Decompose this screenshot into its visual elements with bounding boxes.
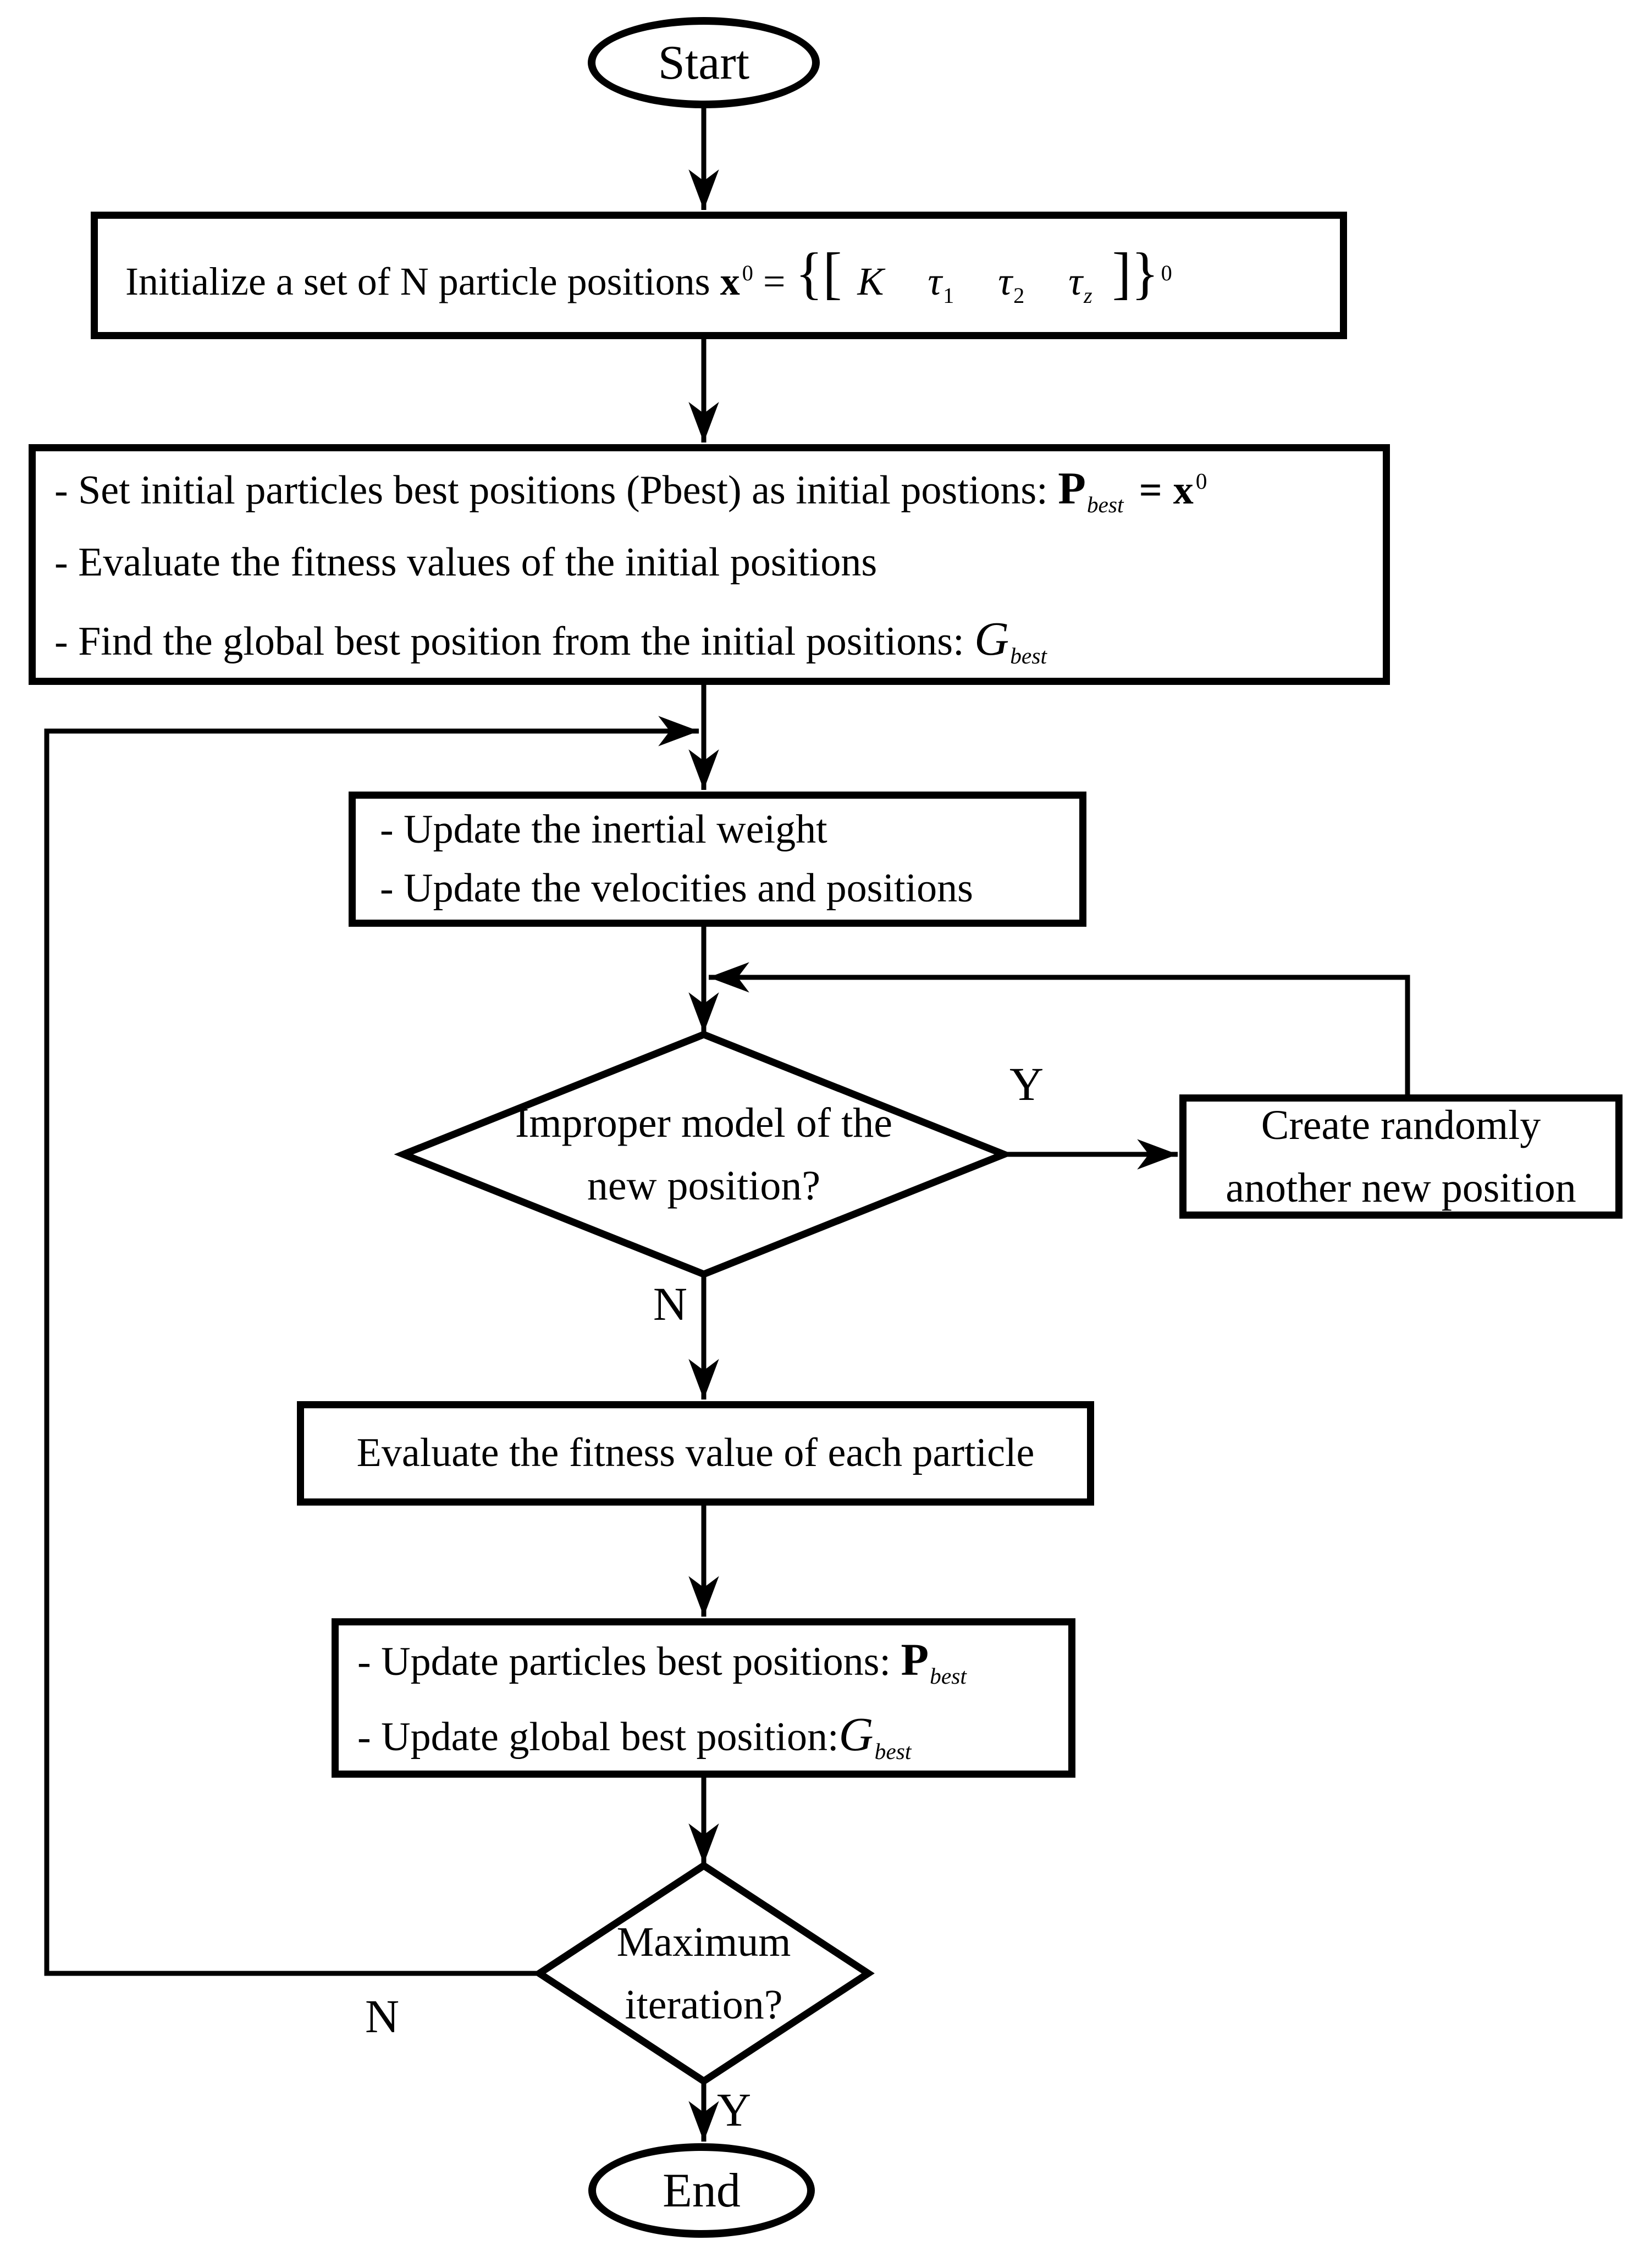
create-random-line-2: another new position (1226, 1165, 1576, 1211)
update-best-line-2: - Update global best position:Gbest (357, 1707, 912, 1764)
improper-model-line-2: new position? (587, 1163, 821, 1209)
initialize-text: Initialize a set of N particle positions… (125, 241, 1172, 308)
edge-createrandom-loop (709, 962, 1410, 1094)
start-node: Start (588, 17, 820, 108)
update-weight-box: - Update the inertial weight - Update th… (349, 792, 1086, 927)
set-initial-line-3: - Find the global best position from the… (54, 611, 1047, 668)
improper-yes-label: Y (1009, 1058, 1044, 1110)
max-iteration-no-label: N (365, 1990, 400, 2043)
create-random-box: Create randomly another new position (1179, 1094, 1623, 1219)
improper-no-label: N (653, 1277, 687, 1330)
max-iteration-diamond-shape (533, 1861, 875, 2086)
max-iteration-line-1: Maximum (616, 1919, 791, 1965)
max-iteration-line-2: iteration? (625, 1982, 783, 2028)
set-initial-box: - Set initial particles best positions (… (29, 444, 1390, 685)
update-weight-line-2: - Update the velocities and positions (380, 866, 973, 911)
initialize-box: Initialize a set of N particle positions… (91, 212, 1347, 339)
update-best-line-1: - Update particles best positions: Pbest (357, 1634, 967, 1689)
end-label: End (663, 2164, 741, 2217)
update-weight-line-1: - Update the inertial weight (380, 806, 827, 852)
evaluate-fitness-box: Evaluate the fitness value of each parti… (297, 1401, 1094, 1506)
improper-model-line-1: Improper model of the (515, 1100, 892, 1146)
improper-model-diamond: Improper model of the new position? (429, 1077, 979, 1231)
set-initial-line-1: - Set initial particles best positions (… (54, 463, 1207, 517)
improper-model-diamond-shape (394, 1031, 1014, 1278)
evaluate-fitness-text: Evaluate the fitness value of each parti… (356, 1430, 1035, 1476)
create-random-line-1: Create randomly (1261, 1102, 1541, 1148)
start-label: Start (658, 36, 750, 90)
update-best-box: - Update particles best positions: Pbest… (332, 1618, 1075, 1778)
edge-maxiter-no-loop (44, 716, 699, 1976)
max-iteration-diamond: Maximum iteration? (566, 1891, 841, 2056)
end-node: End (588, 2143, 815, 2238)
max-iteration-yes-label: Y (717, 2083, 752, 2136)
set-initial-line-2: - Evaluate the fitness values of the ini… (54, 539, 878, 585)
